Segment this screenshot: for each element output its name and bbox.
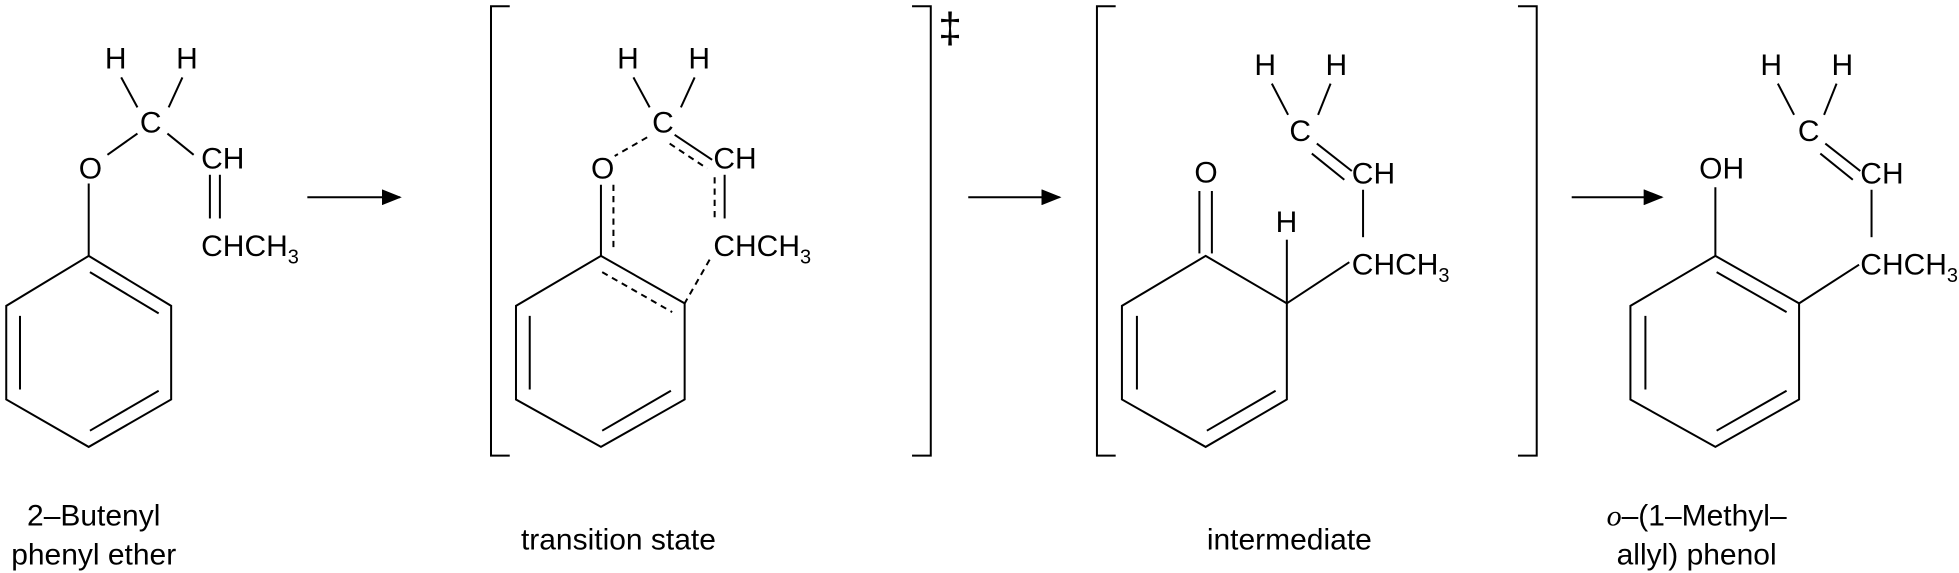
transition-state-caption: transition state (521, 523, 716, 556)
atom-ch: CH (1860, 158, 1903, 191)
atom-o: O (591, 153, 614, 186)
product-molecule: OH H H C CH CHCH3 (1629, 49, 1958, 449)
transition-state-molecule: ‡ H H C O CH CHCH3 (489, 4, 962, 457)
atom-h: H (1276, 206, 1298, 239)
atom-chch3: CHCH3 (1352, 249, 1450, 287)
intermediate-molecule: H H C CH CHCH3 O H (1095, 5, 1538, 457)
atom-c: C (140, 106, 162, 139)
atom-h: H (105, 43, 127, 76)
atom-c: C (652, 106, 674, 139)
atom-o: O (1194, 156, 1217, 189)
atom-h: H (688, 43, 710, 76)
atom-ch: CH (1352, 158, 1395, 191)
reactant-caption-line1: 2–Butenyl (27, 500, 160, 533)
atom-h: H (1326, 49, 1348, 82)
atom-chch3: CHCH3 (713, 230, 811, 268)
product-caption-line2: allyl) phenol (1617, 538, 1777, 571)
atom-h: H (1760, 49, 1782, 82)
intermediate-caption: intermediate (1207, 523, 1372, 556)
atom-h: H (617, 43, 639, 76)
product-caption-line1: o–(1–Methyl– (1607, 500, 1787, 533)
atom-ch: CH (713, 143, 756, 176)
atom-ch: CH (201, 143, 244, 176)
atom-h: H (1254, 49, 1276, 82)
atom-h: H (176, 43, 198, 76)
atom-oh: OH (1699, 153, 1744, 186)
atom-c: C (1289, 115, 1311, 148)
atom-o: O (79, 153, 102, 186)
reactant-caption-line2: phenyl ether (11, 538, 176, 571)
reactant-molecule: H H C O CH CHCH3 (5, 43, 299, 449)
atom-chch3: CHCH3 (1860, 249, 1958, 287)
atom-h: H (1832, 49, 1854, 82)
double-dagger-symbol: ‡ (938, 4, 962, 51)
atom-c: C (1798, 115, 1820, 148)
atom-chch3: CHCH3 (201, 230, 299, 268)
